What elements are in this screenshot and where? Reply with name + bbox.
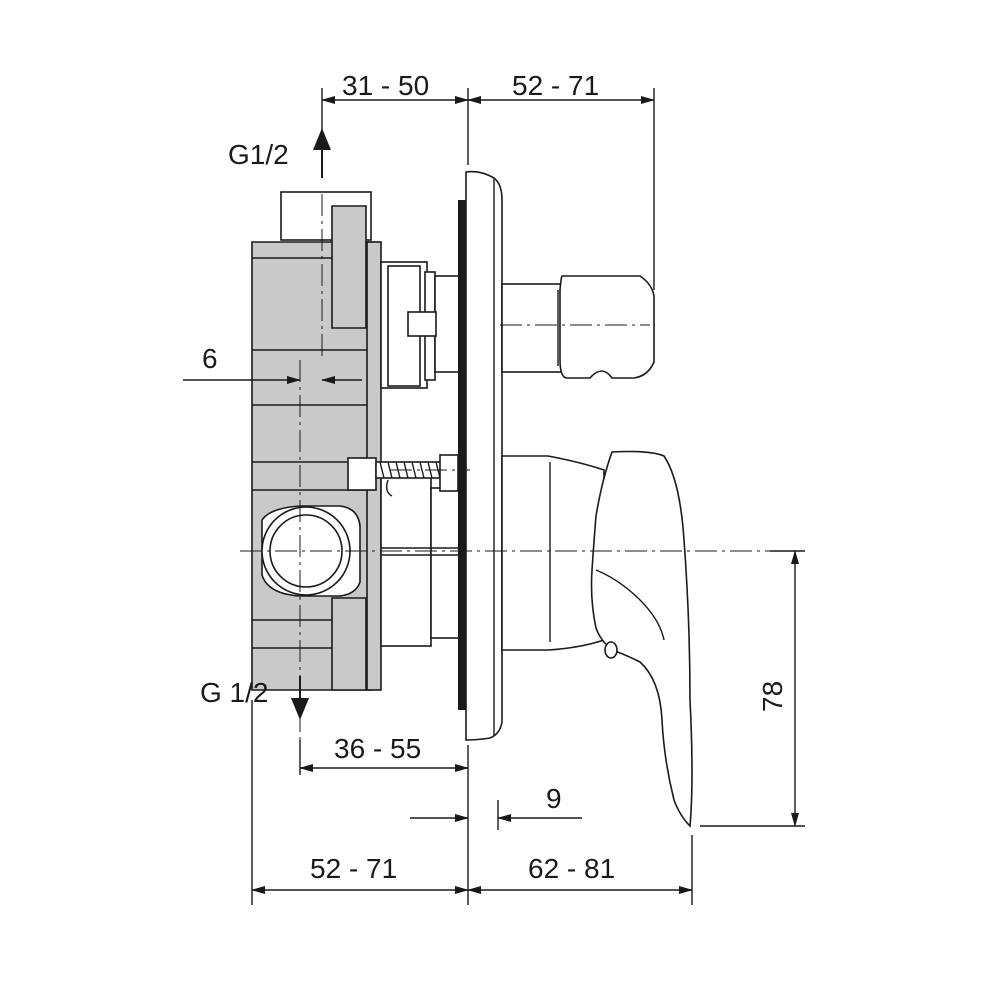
dim-top-left: 31 - 50	[342, 70, 429, 101]
up-arrow-icon	[313, 128, 331, 150]
wall-plate	[458, 170, 503, 741]
outlet-bottom-label: G 1/2	[200, 677, 268, 708]
dim-height: 78	[757, 681, 788, 712]
dim-top-right: 52 - 71	[512, 70, 599, 101]
dim-mid-left: 36 - 55	[334, 733, 421, 764]
down-arrow-icon	[291, 698, 309, 720]
dimension-lines	[183, 96, 799, 894]
dim-wall-offset: 6	[202, 343, 218, 374]
outlet-top-label: G1/2	[228, 139, 289, 170]
extension-lines	[251, 88, 805, 905]
dim-bottom-right: 62 - 81	[528, 853, 615, 884]
mixer-lever	[501, 450, 693, 828]
diverter-knob	[501, 275, 655, 379]
dim-bottom-left: 52 - 71	[310, 853, 397, 884]
concealed-body	[251, 191, 382, 691]
cartridge	[347, 261, 464, 647]
flow-arrows	[291, 128, 331, 720]
dim-plate-gap: 9	[546, 783, 562, 814]
